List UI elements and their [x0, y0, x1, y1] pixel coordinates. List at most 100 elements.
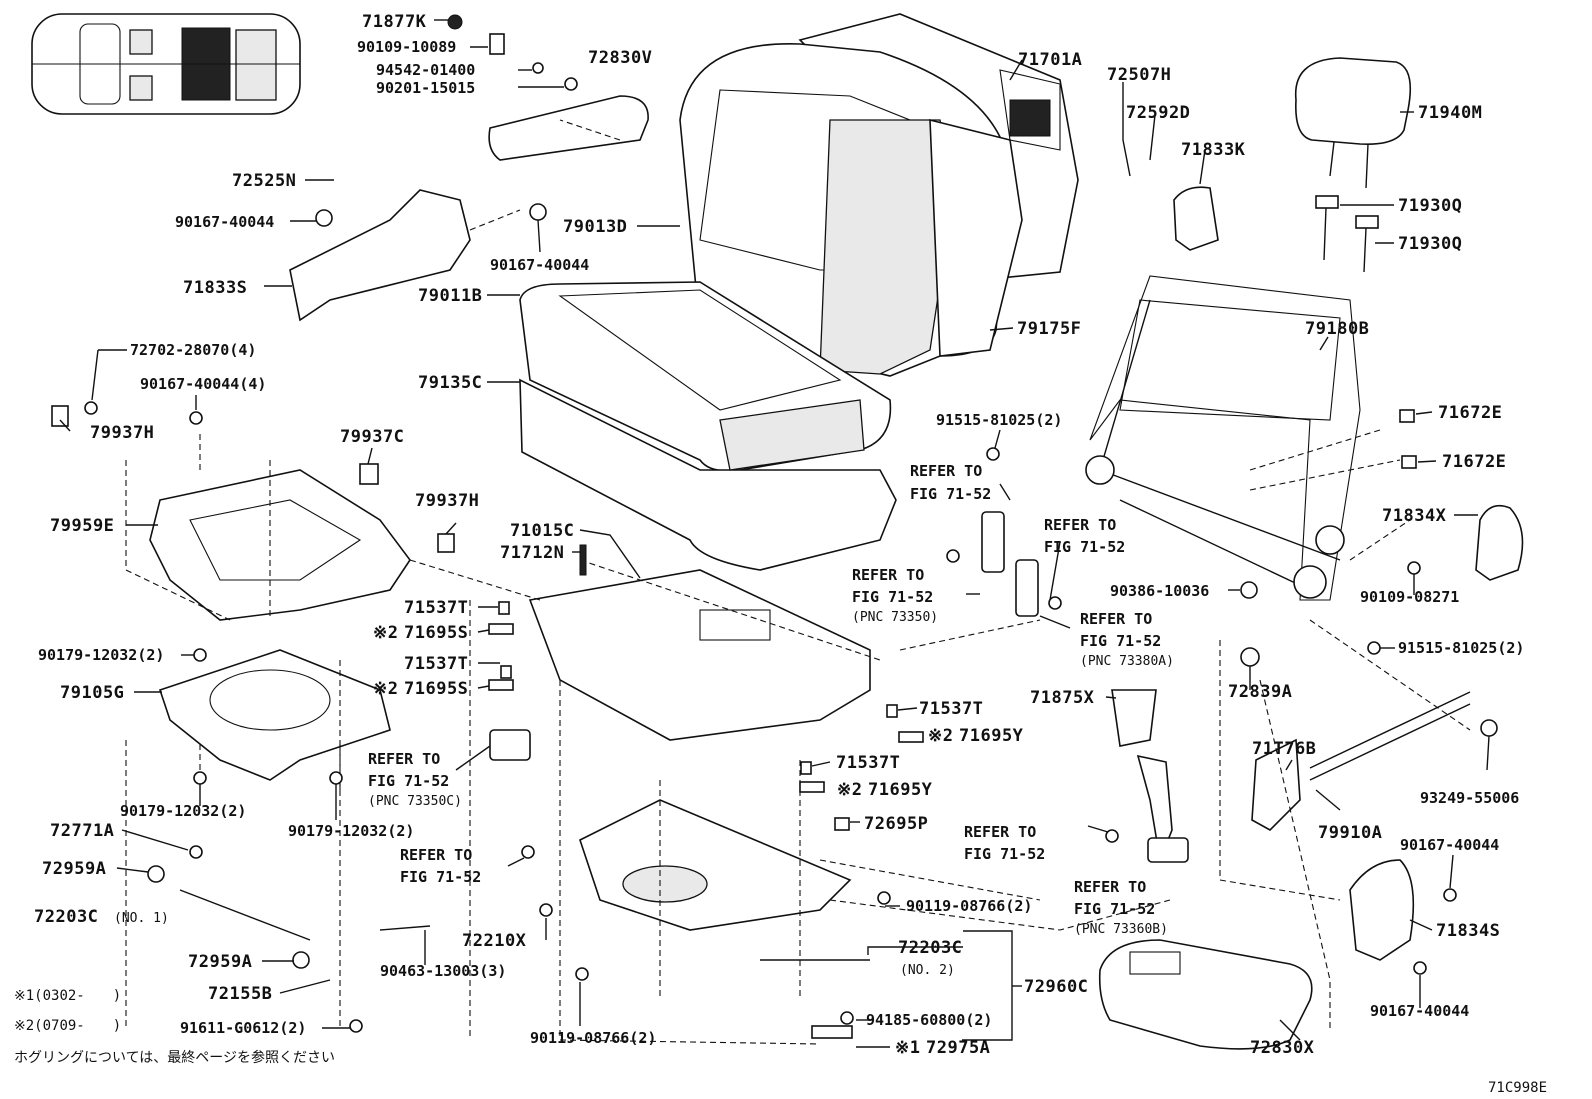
part-72975A: 72975A — [926, 1038, 990, 1058]
armrest-top-icon — [488, 95, 649, 161]
part-90109-08271: 90109-08271 — [1360, 588, 1459, 606]
cables-icon — [179, 691, 1471, 961]
part-72959A: 72959A — [188, 952, 252, 972]
part-71T76B: 71T76B — [1252, 739, 1316, 759]
seat-frame-icon — [1085, 275, 1361, 601]
legend-note-2: ※2(0709- ) — [14, 1018, 121, 1034]
fasteners-icon — [51, 14, 1498, 1039]
part-71537T: 71537T — [919, 699, 983, 719]
side-cover-icon — [289, 189, 471, 322]
part-90167-40044: 90167-40044 — [175, 213, 274, 231]
part-71875X: 71875X — [1030, 688, 1095, 708]
part-90109-10089: 90109-10089 — [357, 38, 456, 56]
part-90167-40044: 90167-40044 — [1370, 1002, 1469, 1020]
part-72203C-no2: 72203C — [898, 938, 962, 958]
refer-note-pnc: (PNC 73350C) — [368, 794, 462, 809]
part-71537T: 71537T — [404, 654, 468, 674]
part-71695Y: 71695Y — [959, 726, 1024, 746]
part-79135C: 79135C — [418, 373, 482, 393]
refer-note-line1: REFER TO — [910, 462, 982, 480]
part-90167-40044: 90167-40044 — [1400, 836, 1499, 854]
refer-note-line2: FIG 71-52 — [910, 485, 991, 503]
lower-support-icon — [579, 799, 852, 931]
part-79180B: 79180B — [1305, 319, 1369, 339]
part-71712N: 71712N — [500, 543, 564, 563]
seat-belt-buckle-icon — [489, 511, 1189, 863]
part-90167-40044-4: 90167-40044(4) — [140, 375, 266, 393]
part-91515-81025: 91515-81025(2) — [936, 411, 1062, 429]
part-72155B: 72155B — [208, 984, 272, 1004]
refer-note-line2: FIG 71-52 — [1044, 538, 1125, 556]
refer-note-line2: FIG 71-52 — [852, 588, 933, 606]
part-71834S: 71834S — [1436, 921, 1500, 941]
part-71834X: 71834X — [1382, 506, 1447, 526]
part-72839A: 72839A — [1228, 682, 1292, 702]
refer-note-line2: FIG 71-52 — [964, 845, 1045, 863]
part-72203C-no1: 72203C — [34, 907, 98, 927]
part-71672E: 71672E — [1442, 452, 1506, 472]
armrest-bottom-icon — [1098, 939, 1313, 1050]
refer-note-pnc: (PNC 73380A) — [1080, 654, 1174, 669]
seat-base-icon — [149, 469, 411, 621]
part-90463-13003: 90463-13003(3) — [380, 962, 506, 980]
part-72830X: 72830X — [1250, 1038, 1315, 1058]
leader-lines — [59, 19, 1490, 1048]
part-71877K: 71877K — [362, 12, 427, 32]
refer-note-pnc: (PNC 73360B) — [1074, 922, 1168, 937]
part-79011B: 79011B — [418, 286, 482, 306]
refer-note-line2: FIG 71-52 — [400, 868, 481, 886]
part-79013D: 79013D — [563, 217, 627, 237]
headrest-icon — [1294, 57, 1412, 273]
part-94185-60800: 94185-60800(2) — [866, 1011, 992, 1029]
bracket-icon — [158, 649, 391, 781]
part-90179-12032: 90179-12032(2) — [120, 802, 246, 820]
part-72702-28070: 72702-28070(4) — [130, 341, 256, 359]
part-71537T: 71537T — [404, 598, 468, 618]
part-79105G: 79105G — [60, 683, 124, 703]
marker-2: ※2 — [928, 726, 953, 746]
part-90119-08766: 90119-08766(2) — [530, 1029, 656, 1047]
part-72592D: 72592D — [1126, 103, 1190, 123]
part-71930Q: 71930Q — [1398, 234, 1462, 254]
part-72830V: 72830V — [588, 48, 652, 68]
refer-note-line1: REFER TO — [964, 823, 1036, 841]
part-93249-55006: 93249-55006 — [1420, 789, 1519, 807]
trim-covers-icon — [1111, 186, 1524, 961]
marker-2: ※2 — [373, 679, 398, 699]
part-90386-10036: 90386-10036 — [1110, 582, 1209, 600]
part-90201-15015: 90201-15015 — [376, 79, 475, 97]
part-79937C: 79937C — [340, 427, 404, 447]
part-71537T: 71537T — [836, 753, 900, 773]
refer-note-pnc: (PNC 73350) — [852, 610, 938, 625]
seat-pan-icon — [528, 569, 871, 741]
vehicle-locator-icon — [31, 13, 301, 115]
marker-1: ※1 — [895, 1038, 920, 1058]
part-71695S: 71695S — [404, 679, 468, 699]
refer-note-line2: FIG 71-52 — [368, 772, 449, 790]
part-72695P: 72695P — [864, 814, 928, 834]
assembly-lines — [125, 119, 1471, 1045]
part-72525N: 72525N — [232, 171, 296, 191]
refer-note-line1: REFER TO — [1080, 610, 1152, 628]
part-91515-81025: 91515-81025(2) — [1398, 639, 1524, 657]
seat-back-icon — [679, 13, 1079, 377]
part-71015C: 71015C — [510, 521, 574, 541]
legend-note-1: ※1(0302- ) — [14, 988, 121, 1004]
refer-note-line2: FIG 71-52 — [1080, 632, 1161, 650]
part-labels: 71877K 90109-10089 94542-01400 90201-150… — [34, 12, 1524, 1058]
part-79910A: 79910A — [1318, 823, 1382, 843]
part-71833S: 71833S — [183, 278, 247, 298]
note-no1: (NO. 1) — [114, 911, 169, 926]
refer-notes: REFER TO FIG 71-52 REFER TO FIG 71-52 RE… — [368, 462, 1174, 937]
part-79937H: 79937H — [415, 491, 479, 511]
part-90119-08766: 90119-08766(2) — [906, 897, 1032, 915]
part-79175F: 79175F — [1017, 319, 1081, 339]
part-71940M: 71940M — [1418, 103, 1482, 123]
part-71833K: 71833K — [1181, 140, 1246, 160]
refer-note-line1: REFER TO — [400, 846, 472, 864]
part-71930Q: 71930Q — [1398, 196, 1462, 216]
part-79937H: 79937H — [90, 423, 154, 443]
part-71701A: 71701A — [1018, 50, 1082, 70]
part-71695S: 71695S — [404, 623, 468, 643]
